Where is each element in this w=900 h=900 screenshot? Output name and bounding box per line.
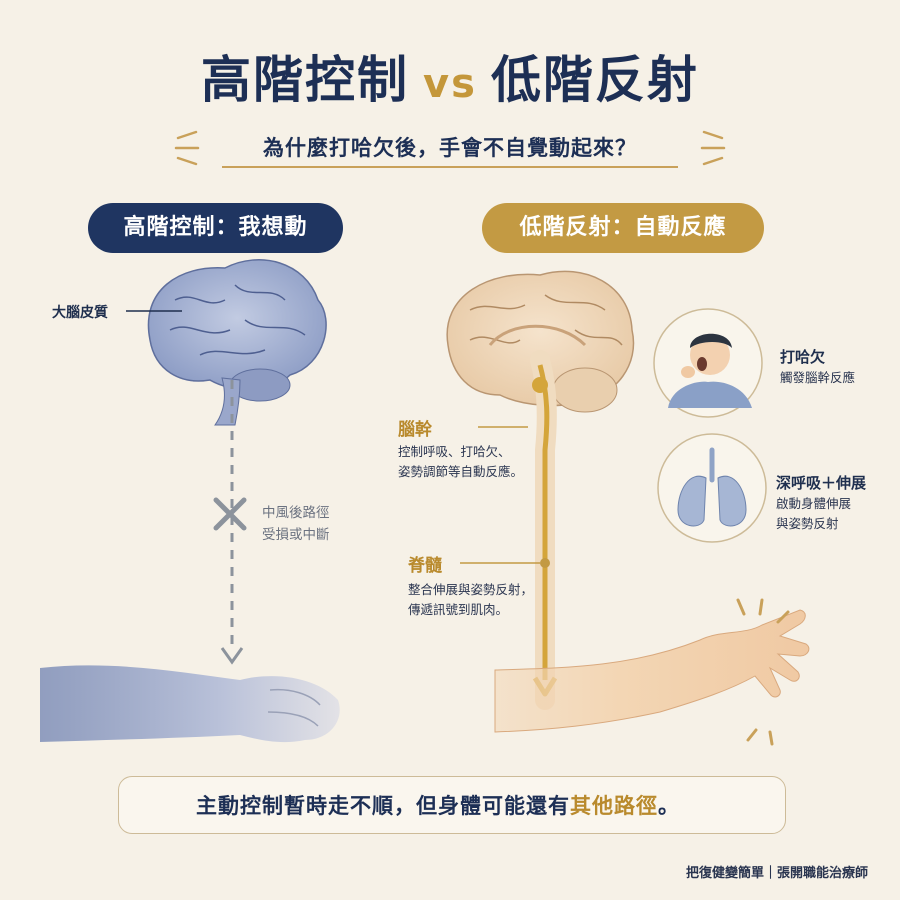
brainstem-line-2: 姿勢調節等自動反應。: [398, 464, 524, 479]
spinal-node: [540, 558, 550, 568]
takeaway-end: 。: [658, 794, 680, 818]
cortex-label: 大腦皮質: [52, 305, 108, 321]
yawn-desc: 觸發腦幹反應: [780, 370, 856, 385]
yawn-title: 打哈欠: [780, 348, 826, 366]
subtitle: 為什麼打哈欠後，手會不自覺動起來？: [263, 136, 637, 160]
blocked-line-1: 中風後路徑: [262, 505, 330, 521]
high-level-pill: 高階控制：我想動: [88, 203, 343, 253]
takeaway-highlight: 其他路徑: [570, 794, 658, 818]
reflex-pathway-line: [537, 364, 550, 680]
blocked-note: 中風後路徑 受損或中斷: [262, 502, 330, 546]
title-left: 高階控制: [201, 51, 410, 109]
blocked-pathway-arrow: [220, 647, 244, 665]
spinal-line-1: 整合伸展與姿勢反射，: [408, 582, 534, 597]
brainstem-line-1: 控制呼吸、打哈欠、: [398, 444, 511, 459]
title-vs: vs: [423, 61, 477, 107]
breath-line-2: 與姿勢反射: [776, 516, 839, 531]
subtitle-right-ticks: [700, 130, 726, 166]
spinal-desc: 整合伸展與姿勢反射， 傳遞訊號到肌肉。: [408, 580, 533, 620]
takeaway-callout: [118, 776, 786, 834]
spinal-title: 脊髓: [408, 556, 442, 576]
title-right: 低階反射: [490, 51, 699, 109]
right-brain-illustration: [446, 270, 635, 413]
lungs-icon: [677, 447, 747, 527]
blocked-x-icon: [213, 497, 247, 531]
low-level-pill: 低階反射：自動反應: [482, 203, 764, 253]
takeaway-text: 主動控制暫時走不順，但身體可能還有其他路徑。: [196, 790, 680, 820]
takeaway-main: 主動控制暫時走不順，但身體可能還有: [196, 794, 570, 818]
blocked-line-2: 受損或中斷: [262, 527, 330, 543]
author-credit: 把復健變簡單｜張開職能治療師: [685, 866, 868, 881]
brainstem-desc: 控制呼吸、打哈欠、 姿勢調節等自動反應。: [398, 442, 523, 482]
subtitle-left-ticks: [174, 130, 200, 166]
main-title: 高階控制 vs 低階反射: [0, 40, 900, 112]
subtitle-underline: [222, 166, 678, 168]
brainstem-title: 腦幹: [398, 420, 432, 440]
motion-lines-icon: [736, 598, 790, 746]
brainstem-node: [532, 377, 548, 393]
left-arm-illustration: [40, 665, 340, 743]
breath-line-1: 啟動身體伸展: [776, 496, 852, 511]
breath-desc: 啟動身體伸展 與姿勢反射: [776, 494, 851, 534]
right-arm-illustration: [494, 609, 810, 733]
left-brain-illustration: [147, 259, 327, 426]
breath-title: 深呼吸＋伸展: [776, 474, 867, 492]
spinal-line-2: 傳遞訊號到肌肉。: [408, 602, 509, 617]
yawning-person-icon: [668, 333, 752, 408]
